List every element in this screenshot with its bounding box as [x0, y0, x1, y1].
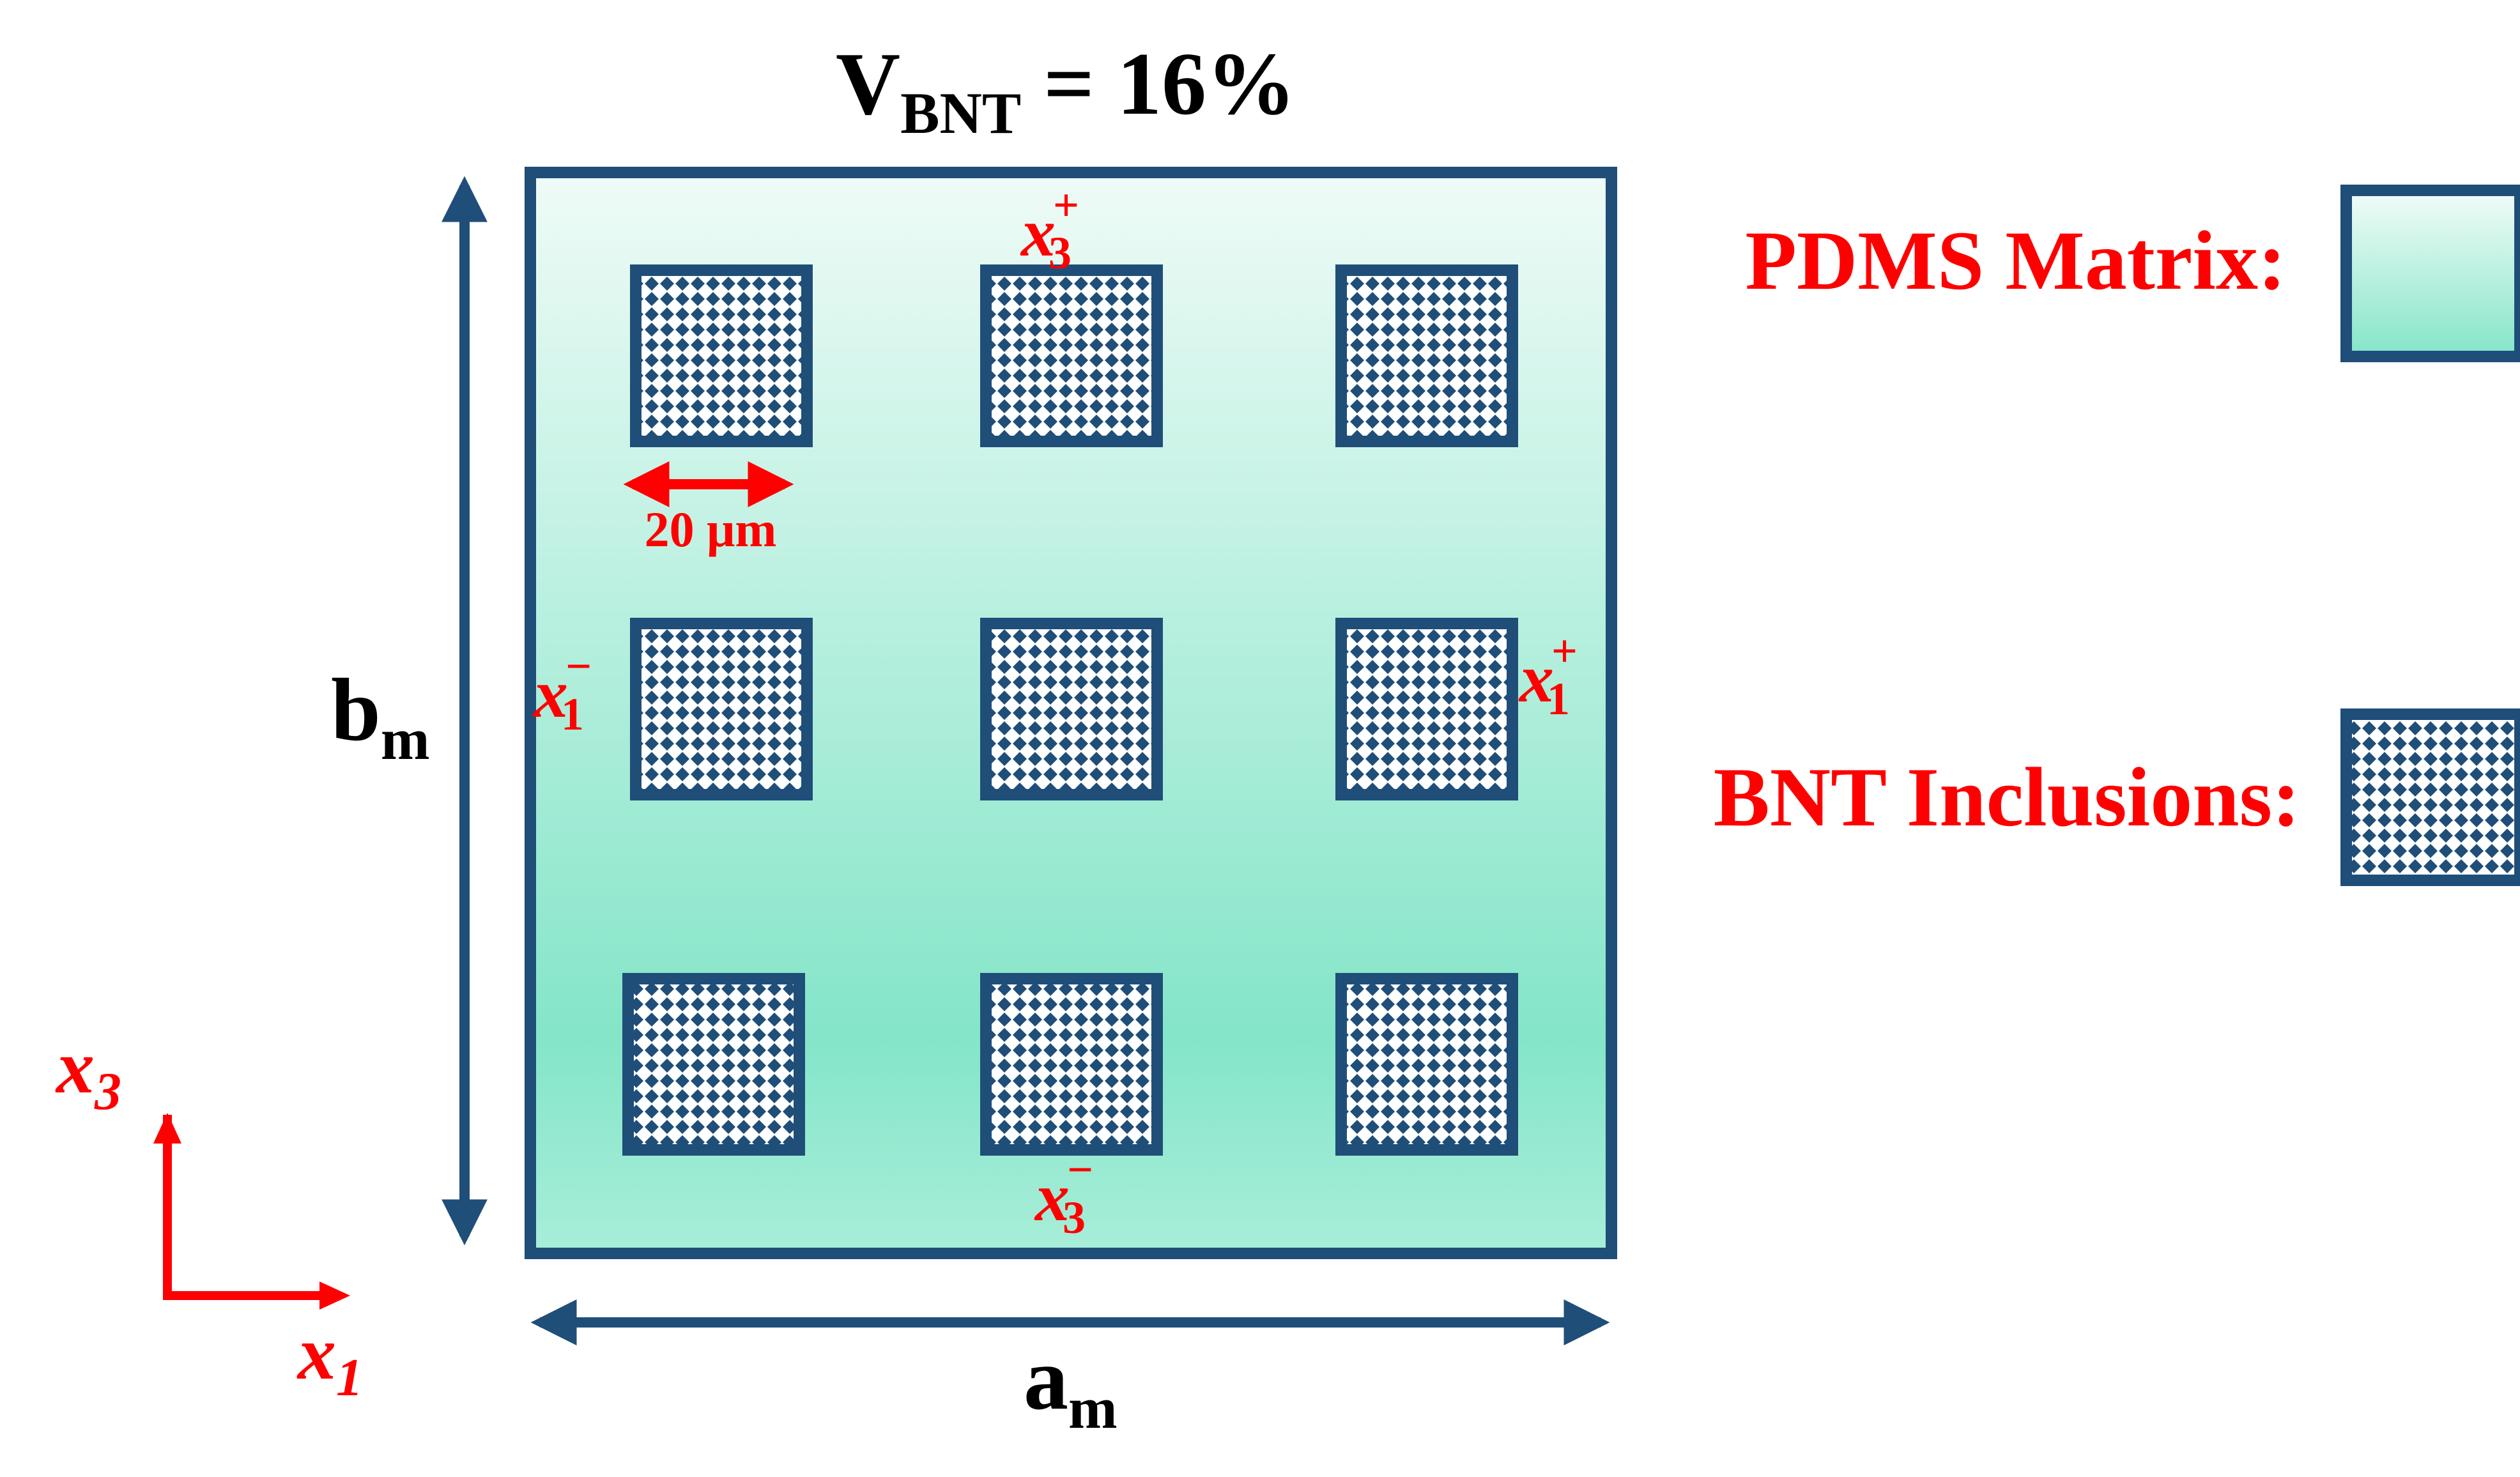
inclusion-grid — [622, 264, 1518, 1156]
volume-fraction-title: VBNT = 16% — [836, 34, 1296, 146]
boundary-label-x3-minus: x−3 — [1034, 1144, 1093, 1243]
height-dimension-label: bm — [331, 661, 430, 772]
bnt-inclusion — [1335, 618, 1518, 800]
x1-axis-arrowhead — [319, 1282, 350, 1310]
legend-inclusion-label: BNT Inclusions: — [1714, 750, 2300, 844]
legend: PDMS Matrix: BNT Inclusions: — [1714, 185, 2520, 886]
bnt-inclusion — [630, 264, 813, 447]
bnt-inclusion — [622, 973, 805, 1156]
legend-matrix-swatch — [2340, 185, 2520, 362]
bnt-inclusion — [980, 973, 1163, 1156]
scale-bar-label: 20 μm — [645, 501, 777, 557]
axes-lines — [163, 1115, 339, 1300]
boundary-label-x3-plus: x+3 — [1020, 180, 1079, 279]
width-dimension-label: am — [1024, 1329, 1118, 1441]
boundary-label-x1-minus: x−1 — [532, 641, 592, 740]
axis-label-x3: x3 — [55, 1024, 121, 1121]
x3-axis-arrowhead — [153, 1113, 181, 1144]
bnt-inclusion — [980, 264, 1163, 447]
axis-label-x1: x1 — [296, 1310, 363, 1407]
bnt-inclusion — [980, 618, 1163, 800]
boundary-label-x1-plus: x+1 — [1518, 625, 1578, 724]
bnt-inclusion — [1335, 264, 1518, 447]
legend-matrix-label: PDMS Matrix: — [1745, 213, 2286, 307]
legend-inclusion-swatch — [2340, 708, 2520, 886]
bnt-inclusion — [630, 618, 813, 800]
bnt-inclusion — [1335, 973, 1518, 1156]
coordinate-axes: x3 x1 — [55, 1024, 363, 1407]
